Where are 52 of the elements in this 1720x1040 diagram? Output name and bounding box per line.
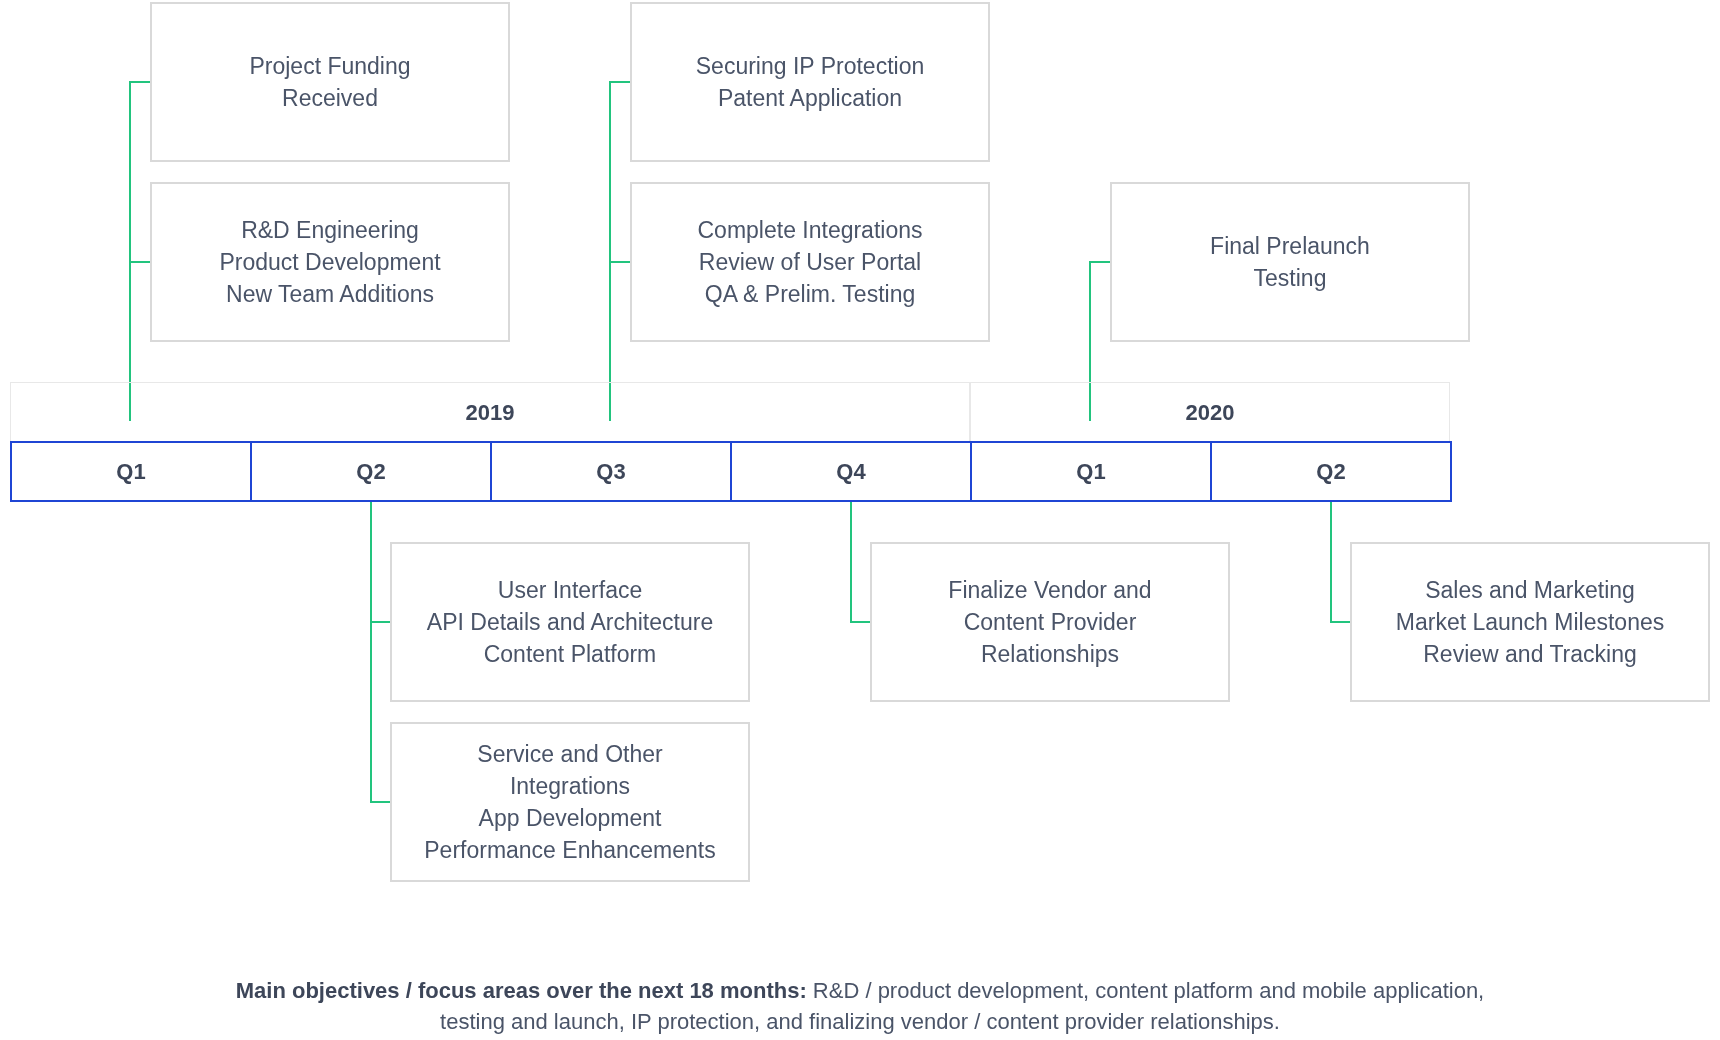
milestone-text: App Development: [478, 804, 662, 833]
quarter-cell: [970, 441, 1212, 502]
quarter-cell: [10, 441, 252, 502]
quarter-cell: [490, 441, 732, 502]
milestone-text: Performance Enhancements: [424, 836, 716, 865]
quarter-label: Q2: [1316, 458, 1346, 485]
milestone-box: [1110, 182, 1470, 342]
milestone-box: [630, 182, 990, 342]
milestone-text: Patent Application: [717, 84, 903, 113]
quarter-cell: [250, 441, 492, 502]
milestone-box: [630, 2, 990, 162]
connector-line: [129, 261, 151, 422]
milestone-text: Finalize Vendor and Content Provider Relationships: [947, 576, 1153, 669]
milestone-text: Final Prelaunch Testing: [1209, 232, 1371, 293]
milestone-text: Service and Other Integrations: [476, 740, 664, 801]
quarter-label: Q1: [1076, 458, 1106, 485]
milestone-text: Securing IP Protection: [695, 52, 925, 81]
milestone-text: API Details and Architecture: [426, 608, 714, 637]
milestone-box: [390, 542, 750, 702]
milestone-text: Content Platform: [483, 640, 657, 669]
year-band: [10, 382, 970, 443]
year-label: 2020: [1185, 400, 1235, 426]
milestone-box: [870, 542, 1230, 702]
milestone-text: Project Funding Received: [248, 52, 412, 113]
quarter-label: Q1: [116, 458, 146, 485]
milestone-text: Sales and Marketing: [1425, 576, 1635, 605]
milestone-box: [1350, 542, 1710, 702]
quarter-label: Q2: [356, 458, 386, 485]
milestone-text: Market Launch Milestones: [1395, 608, 1665, 637]
year-band: [970, 382, 1450, 443]
quarter-label: Q4: [836, 458, 866, 485]
milestone-text: R&D Engineering: [241, 216, 419, 245]
milestone-text: New Team Additions: [226, 280, 434, 309]
milestone-text: QA & Prelim. Testing: [704, 280, 916, 309]
milestone-text: Product Development: [219, 248, 441, 277]
milestone-text: Review and Tracking: [1423, 640, 1637, 669]
quarter-cell: [730, 441, 972, 502]
milestone-text: Review of User Portal: [698, 248, 922, 277]
milestone-text: User Interface: [497, 576, 643, 605]
connector-line: [609, 261, 631, 422]
milestone-box: [150, 182, 510, 342]
year-label: 2019: [465, 400, 515, 426]
caption: Main objectives / focus areas over the next 18 months: R&D / product development, content platform and mobile application, testing and launch, IP protection, and finalizing vendor / content provider relationships.: [234, 977, 1486, 1036]
milestone-box: [390, 722, 750, 882]
milestone-box: [150, 2, 510, 162]
milestone-text: Complete Integrations: [697, 216, 923, 245]
connector-line: [1089, 261, 1111, 422]
connector-line: [370, 501, 391, 803]
connector-line: [850, 501, 871, 623]
quarter-label: Q3: [596, 458, 626, 485]
connector-line: [1330, 501, 1351, 623]
quarter-cell: [1210, 441, 1452, 502]
